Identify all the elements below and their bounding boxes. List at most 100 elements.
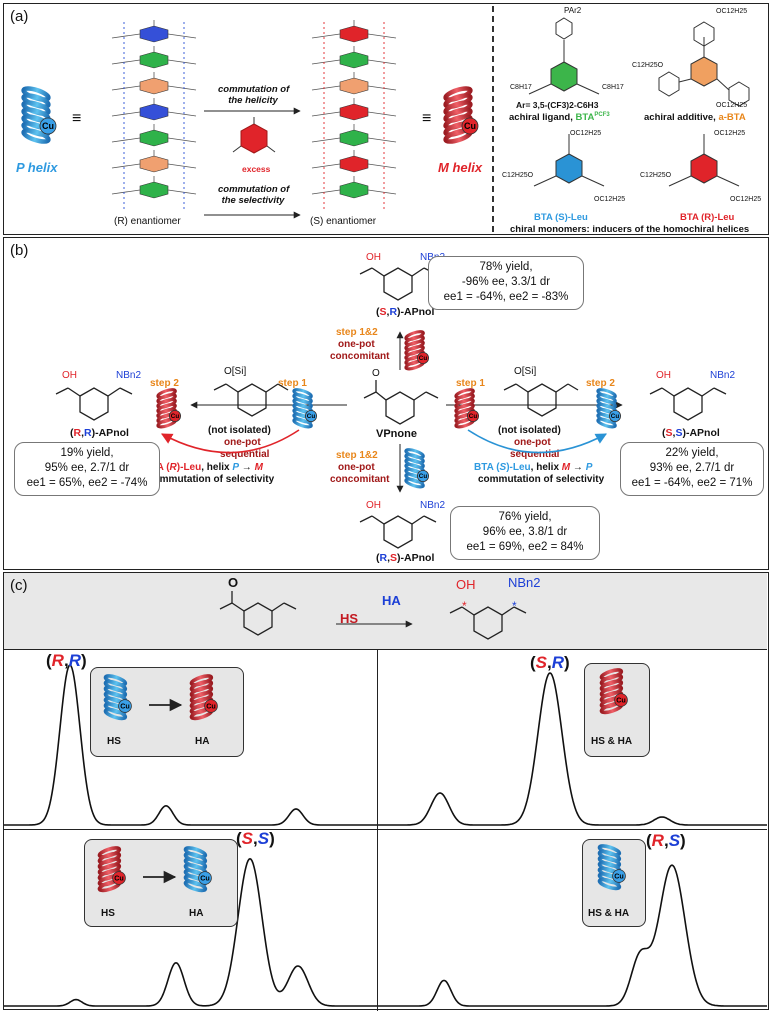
cu-ball: [416, 469, 429, 482]
cu-ball: [608, 409, 621, 422]
stack-bond: [111, 111, 141, 117]
left-oh: OH: [62, 370, 77, 381]
stack-bond: [111, 59, 141, 65]
c12h25o-sleu: C12H25O: [502, 172, 534, 179]
trace-1-chromatogram: [4, 663, 377, 826]
panel-b-label: (b): [10, 242, 29, 259]
stack-bond: [167, 85, 197, 91]
panel-b: (b) O VPnone step 1&2 one-pot concomitan…: [3, 237, 769, 570]
trace-2-label-b: R: [551, 653, 565, 672]
cu-text: Cu: [42, 121, 54, 131]
left-step2: step 2: [150, 378, 179, 389]
cu-ball: [466, 409, 479, 422]
left-sequential: sequential: [220, 449, 270, 460]
trace-1-label-a: R: [51, 651, 64, 670]
substrate-structure: [219, 591, 297, 636]
trace-4-label-b: S: [668, 831, 681, 850]
cu-ball: [198, 871, 212, 885]
left-callout: 19% yield, 95% ee, 2.7/1 dr ee1 = 65%, e…: [14, 442, 160, 496]
cu-ball: [168, 409, 181, 422]
commutation-selectivity-line1: commutation of: [218, 184, 290, 195]
right-arrow: [446, 401, 623, 409]
oc12h25-additive-bottom: OC12H25: [716, 102, 748, 109]
stack-bond: [167, 33, 197, 39]
c8h17-right: C8H17: [602, 84, 624, 91]
stack-bond: [367, 59, 397, 65]
trace-3-chromatogram: [4, 857, 377, 1007]
stack-ring: [339, 155, 369, 173]
par2-label: PAr2: [564, 6, 582, 15]
stack-bond: [311, 59, 341, 65]
left-product-structure: [55, 387, 133, 421]
commutation-helicity-line2: the helicity: [228, 95, 278, 106]
cu-text: Cu: [206, 701, 216, 710]
oc12h25-sleu-bottom: OC12H25: [594, 196, 626, 203]
arrow-down-concomitant: [396, 444, 404, 493]
stack-ring: [139, 181, 169, 199]
left-intermediate-structure: [213, 383, 289, 417]
top-one-pot: one-pot: [338, 339, 375, 350]
chiral-monomers-caption: chiral monomers: inducers of the homochi…: [510, 224, 750, 235]
trace-4-label-a: R: [651, 831, 664, 850]
stack-bond: [367, 189, 397, 195]
right-intermediate-structure: [503, 383, 579, 417]
cu-text: Cu: [200, 873, 210, 882]
vpnone-label: VPnone: [376, 428, 417, 440]
right-product-structure: [649, 387, 727, 421]
left-callout-ee: 95% ee, 2.7/1 dr: [44, 462, 130, 474]
achiral-additive-name: a-BTA: [718, 112, 746, 123]
s-enantiomer-stack-diagram: [311, 20, 397, 209]
cu-text: Cu: [464, 121, 476, 131]
stack-ring: [339, 77, 369, 95]
stack-bond: [311, 85, 341, 91]
cu-ball: [416, 351, 429, 364]
stack-bond: [367, 163, 397, 169]
cu-ball: [304, 409, 317, 422]
left-not-isolated: (not isolated): [208, 425, 271, 436]
right-callout-yield: 22% yield,: [665, 447, 719, 459]
commutation-arrow-bottom: [204, 211, 301, 219]
equiv-symbol-left: ≡: [72, 110, 82, 127]
top-red-helix-icon: Cu: [404, 330, 429, 371]
right-callout-ee12: ee1 = -64%, ee2 = 71%: [631, 477, 753, 489]
top-callout-ee: -96% ee, 3.3/1 dr: [461, 276, 551, 288]
ha-label: HA: [382, 593, 401, 608]
stack-bond: [111, 163, 141, 169]
bottom-product-label: (R,S)-APnol: [376, 552, 435, 564]
left-red-curve-arrow: [161, 429, 300, 454]
r-enantiomer-label: (R) enantiomer: [114, 216, 181, 227]
stack-bond: [167, 111, 197, 117]
panel-a: (a) Cu P helix ≡ (R) enantiomer commutat…: [3, 3, 769, 235]
bottom-callout-ee12: ee1 = 69%, ee2 = 84%: [466, 541, 584, 553]
stack-bond: [311, 111, 341, 117]
m-helix-label: M helix: [438, 160, 483, 175]
right-blue-helix-icon: Cu: [596, 388, 621, 429]
bottom-callout-ee: 96% ee, 3.8/1 dr: [482, 526, 568, 538]
bottom-blue-helix-icon: Cu: [404, 448, 429, 489]
cu-ball: [614, 693, 628, 707]
cu-text: Cu: [307, 413, 316, 420]
stack-bond: [167, 59, 197, 65]
right-one-pot: one-pot: [514, 437, 551, 448]
p-helix-icon: Cu: [21, 86, 57, 144]
cu-text: Cu: [616, 695, 626, 704]
hs-label: HS: [340, 611, 359, 626]
cu-text: Cu: [614, 871, 624, 880]
r-enantiomer-stack-diagram: [111, 20, 197, 209]
trace-3-label-b: S: [257, 829, 270, 848]
bottom-callout: 76% yield, 96% ee, 3.8/1 dr ee1 = 69%, e…: [450, 506, 600, 560]
right-red-helix-icon: Cu: [454, 388, 479, 429]
bta-r-leu-label: BTA (R)-Leu: [680, 212, 735, 223]
panel-c-header-band: [4, 573, 767, 649]
helix-turn: [292, 417, 313, 429]
right-callout: 22% yield, 93% ee, 2.7/1 dr ee1 = -64%, …: [620, 442, 764, 496]
bottom-concomitant: concomitant: [330, 474, 390, 485]
product-nbn2: NBn2: [508, 575, 541, 590]
helix-turn: [596, 417, 617, 429]
trace-1-label-b: R: [68, 651, 81, 670]
stack-ring: [139, 155, 169, 173]
trace-2-label: (S,R): [530, 653, 570, 672]
trace-2-chromatogram: [378, 672, 767, 826]
trace-2-box-text: HS & HA: [591, 736, 633, 747]
trace-1-hs-helix-icon: Cu: [103, 674, 132, 721]
